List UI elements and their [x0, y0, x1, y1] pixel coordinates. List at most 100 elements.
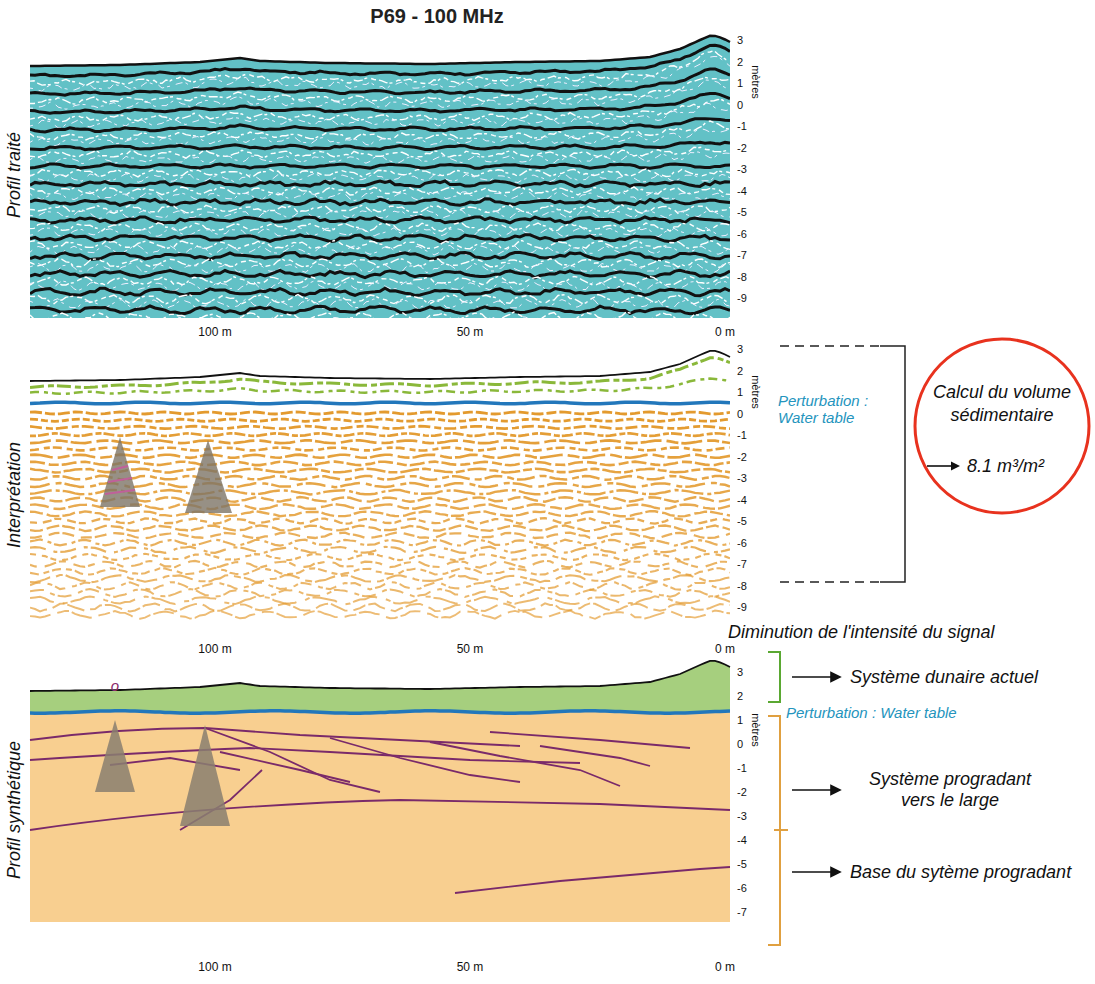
perturbation-triangle — [180, 725, 230, 826]
orange-reflector — [30, 575, 730, 582]
topography-line — [30, 661, 730, 691]
reflector-line — [220, 752, 350, 782]
reflector-line — [30, 199, 730, 206]
depth-tick: -7 — [737, 906, 747, 919]
noise-line — [30, 103, 730, 128]
depth-tick: 2 — [737, 690, 743, 703]
orange-reflector — [30, 582, 730, 590]
perturbation-triangle — [95, 720, 135, 792]
processed-profile — [30, 20, 730, 327]
orange-reflector — [30, 483, 730, 487]
distance-label: 100 m — [198, 643, 231, 657]
depth-tick: -1 — [737, 429, 747, 442]
noise-line — [30, 80, 730, 109]
orange-reflector — [30, 412, 730, 414]
orange-reflector — [30, 455, 730, 458]
noise-line — [30, 147, 730, 158]
figure-title: P69 - 100 MHz — [370, 5, 503, 28]
noise-line — [30, 77, 730, 104]
depth-tick: -6 — [737, 227, 747, 240]
orange-reflector — [30, 533, 730, 539]
noise-line — [30, 241, 730, 250]
dune-bracket — [768, 652, 780, 702]
bracket — [880, 346, 905, 582]
noise-line — [30, 205, 730, 213]
depth-tick: 2 — [737, 55, 743, 68]
reflector-line — [455, 867, 730, 893]
depth-tick: -1 — [737, 120, 747, 133]
perturbation-triangle — [100, 437, 140, 507]
reflector-line — [30, 270, 730, 278]
depth-tick: -6 — [737, 536, 747, 549]
depth-tick: -3 — [737, 810, 747, 823]
orange-reflector — [30, 525, 730, 531]
unit-label: Base du sytème progradant — [850, 862, 1071, 883]
depth-tick: -2 — [737, 141, 747, 154]
orange-reflector — [30, 433, 730, 436]
water-table-note: Perturbation : Water table — [786, 704, 957, 721]
processed-ground — [30, 20, 730, 327]
dune-reflector — [30, 358, 730, 388]
reflector-line — [30, 235, 730, 242]
depth-tick: -5 — [737, 515, 747, 528]
orange-reflector — [30, 447, 730, 450]
depth-tick: 1 — [737, 77, 743, 90]
orange-reflector — [30, 462, 730, 466]
axis-unit: mètres — [750, 713, 763, 747]
reflector-line — [30, 69, 730, 95]
distance-label: 50 m — [457, 643, 484, 657]
water-table-line — [30, 402, 730, 404]
reflector-line — [30, 119, 730, 132]
topography-line — [30, 36, 730, 66]
depth-tick: -5 — [737, 206, 747, 219]
depth-tick: 0 — [737, 407, 743, 420]
reflector-line — [30, 253, 730, 260]
circle-outline — [913, 337, 1091, 515]
orange-reflector — [30, 426, 730, 428]
volume-callout-circle: Calcul du volume sédimentaire8.1 m³/m² — [913, 337, 1091, 515]
orange-reflector — [30, 476, 730, 480]
interpretation-ground — [30, 358, 730, 619]
reflector-line — [30, 142, 730, 149]
depth-tick: 3 — [737, 34, 743, 47]
perturbation-triangle — [185, 440, 232, 513]
callout-arrow — [927, 465, 953, 467]
reflector-line — [30, 181, 730, 187]
sand-fill — [30, 705, 730, 922]
depth-tick: -7 — [737, 558, 747, 571]
orange-reflector — [30, 440, 730, 443]
reflector-line — [30, 217, 730, 223]
noise-line — [30, 152, 730, 164]
depth-tick: 3 — [737, 343, 743, 356]
reflector-line — [330, 738, 520, 782]
depth-tick: -8 — [737, 579, 747, 592]
distance-label: 100 m — [198, 326, 231, 340]
reflector-line — [30, 288, 730, 296]
depth-tick: 1 — [737, 714, 743, 727]
depth-tick: -2 — [737, 450, 747, 463]
unit-label: Système progradant vers le large — [863, 769, 1038, 810]
callout-arrowhead — [951, 462, 960, 471]
depth-tick: 0 — [737, 738, 743, 751]
noise-line — [30, 169, 730, 177]
noise-line — [30, 100, 730, 122]
reflector-line — [490, 732, 690, 748]
depth-tick: -3 — [737, 163, 747, 176]
reflector-line — [30, 800, 730, 830]
water-table-line — [30, 711, 730, 713]
reflector-line — [30, 164, 730, 169]
distance-label: 0 m — [715, 643, 735, 657]
panel-title: Profil synthétique — [4, 741, 25, 879]
bracket-dashed — [780, 345, 880, 347]
orange-reflector — [30, 568, 730, 575]
orange-reflector — [30, 589, 730, 597]
noise-line — [30, 121, 730, 140]
noise-line — [30, 223, 730, 232]
distance-label: 0 m — [715, 961, 735, 975]
noise-line — [30, 209, 730, 218]
depth-tick: -3 — [737, 472, 747, 485]
interpreted-profile — [30, 351, 730, 619]
depth-tick: -5 — [737, 858, 747, 871]
orange-reflector — [30, 540, 730, 546]
